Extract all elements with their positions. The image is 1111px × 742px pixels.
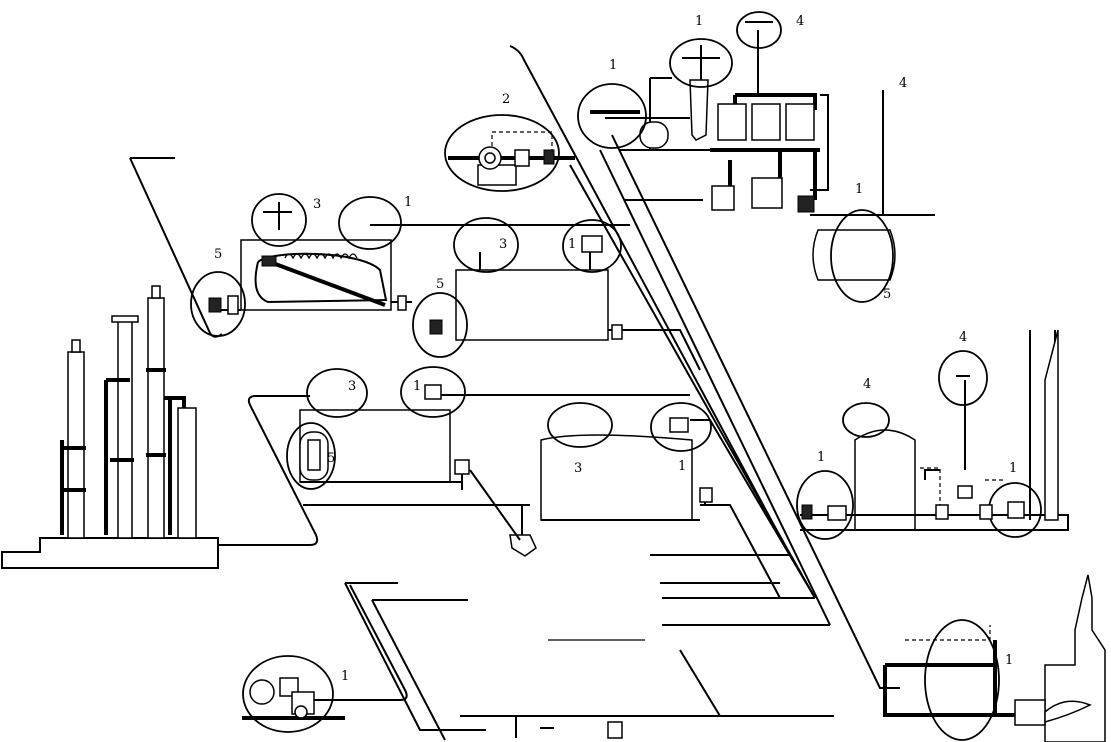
bottom-pump xyxy=(242,677,345,720)
callout-label: 1 xyxy=(855,182,863,197)
main-pipelines xyxy=(129,45,900,741)
furnace xyxy=(883,574,1106,742)
callout-label: 1 xyxy=(695,14,703,29)
callout-label: 3 xyxy=(313,197,321,212)
callout-label: 1 xyxy=(341,669,349,684)
callout-label: 3 xyxy=(574,461,582,476)
callout-label: 5 xyxy=(436,277,444,292)
callout-label: 5 xyxy=(214,247,222,262)
callout-label: 1 xyxy=(609,58,617,73)
callout-label: 3 xyxy=(348,379,356,394)
storage-tank-3 xyxy=(299,394,690,506)
callout-label: 1 xyxy=(404,195,412,210)
filtration-unit xyxy=(605,30,935,281)
pump-station xyxy=(448,131,575,186)
callout-label: 4 xyxy=(959,330,967,345)
callout-label: 4 xyxy=(796,14,804,29)
callout-label: 1 xyxy=(817,450,825,465)
callout-label: 1 xyxy=(413,379,421,394)
callout-label: 1 xyxy=(1009,461,1017,476)
distillation-columns xyxy=(1,285,319,569)
storage-tank-2 xyxy=(455,248,701,371)
callout-label: 2 xyxy=(502,92,510,107)
instrument-callout-circles xyxy=(190,11,1042,741)
callout-label: 1 xyxy=(1005,653,1013,668)
bottom-valve xyxy=(469,469,537,557)
callout-label: 1 xyxy=(678,459,686,474)
callout-label: 4 xyxy=(863,377,871,392)
callout-label: 5 xyxy=(327,451,335,466)
callout-labels: 1 4 1 4 2 3 1 5 3 1 5 1 5 3 1 5 3 1 4 4 … xyxy=(214,14,1017,684)
callout-label: 3 xyxy=(499,237,507,252)
callout-label: 1 xyxy=(568,237,576,252)
callout-label: 4 xyxy=(899,76,907,91)
bottom-small-valve xyxy=(607,721,623,739)
callout-label: 5 xyxy=(883,287,891,302)
separator-vessel xyxy=(800,329,1069,531)
